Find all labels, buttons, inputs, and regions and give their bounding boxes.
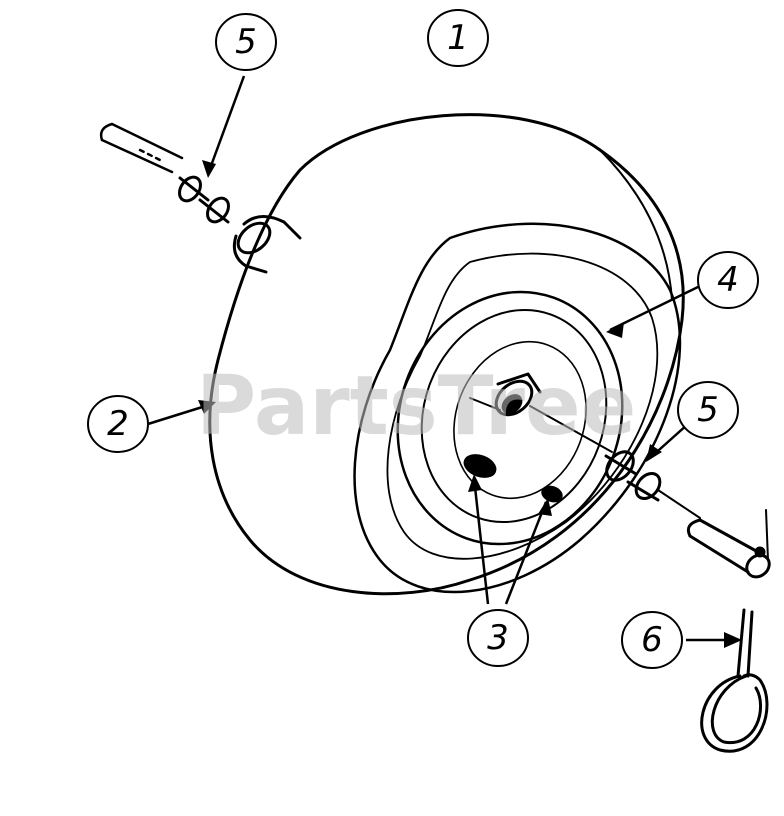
callout-1: 1 (427, 9, 489, 67)
wheel-rim (396, 290, 624, 546)
axle-centerline (529, 405, 701, 519)
leader-arrowheads (198, 160, 742, 648)
axle-shaft (99, 122, 184, 174)
callout-3: 3 (467, 609, 529, 667)
bushing-top (178, 175, 230, 224)
clevis-pin (686, 509, 771, 579)
grease-fittings (463, 454, 563, 503)
callout-4-label: 4 (717, 260, 739, 300)
ring-pin (700, 608, 769, 753)
callout-6: 6 (621, 611, 683, 669)
bushing-right (604, 450, 662, 502)
callout-5-top-label: 5 (235, 22, 257, 62)
callout-3-label: 3 (487, 618, 509, 658)
callout-1-label: 1 (447, 18, 469, 58)
watermark-text: PartsTree (196, 359, 636, 454)
callout-5-right: 5 (677, 381, 739, 439)
callout-2: 2 (87, 395, 149, 453)
wheel-hub (469, 372, 542, 417)
callout-6-label: 6 (641, 620, 663, 660)
callout-4: 4 (697, 251, 759, 309)
callout-2-label: 2 (107, 404, 129, 444)
callout-5-right-label: 5 (697, 390, 719, 430)
callout-5-top: 5 (215, 13, 277, 71)
